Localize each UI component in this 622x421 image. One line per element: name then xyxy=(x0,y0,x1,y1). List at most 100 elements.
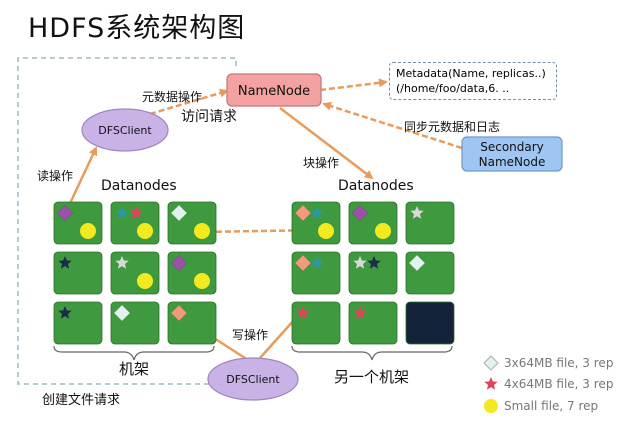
datanode[interactable] xyxy=(53,251,103,295)
block-circle-icon xyxy=(318,223,334,239)
metadata-line-1: Metadata(Name, replicas..) xyxy=(396,67,546,80)
label-rack: 机架 xyxy=(119,360,150,378)
block-star-icon xyxy=(58,306,72,319)
arrow-client-to-namenode xyxy=(149,88,229,116)
datanode-box xyxy=(53,301,103,345)
block-circle-icon xyxy=(137,273,153,289)
datanode[interactable] xyxy=(53,301,103,345)
block-star-icon xyxy=(58,256,72,269)
dfsclient-bottom[interactable] xyxy=(207,357,299,401)
datanode-box xyxy=(110,251,160,295)
block-diamond-icon xyxy=(351,204,369,222)
page-title: HDFS系统架构图 xyxy=(28,13,246,44)
block-diamond-icon xyxy=(170,304,188,322)
block-diamond-icon xyxy=(170,204,188,222)
arrow-namenode-to-datanodes xyxy=(279,107,374,180)
datanode[interactable] xyxy=(348,201,398,245)
datanode-box xyxy=(348,301,398,345)
block-diamond-icon xyxy=(294,254,312,272)
datanode[interactable] xyxy=(291,301,341,345)
legend-text-circle: Small file, 7 rep xyxy=(504,399,599,413)
datanode[interactable] xyxy=(348,251,398,295)
dfsclient-bottom-label: DFSClient xyxy=(226,373,280,386)
arrow-read xyxy=(64,146,98,213)
block-star-icon xyxy=(129,206,143,219)
datanode-box xyxy=(291,251,341,295)
block-diamond-icon xyxy=(113,304,131,322)
label-block-op: 块操作 xyxy=(303,156,340,170)
block-star-icon xyxy=(410,206,424,219)
datanode[interactable] xyxy=(167,251,217,295)
block-star-icon xyxy=(310,256,324,269)
label-create-file: 创建文件请求 xyxy=(42,393,121,408)
dfsclient-top-label: DFSClient xyxy=(98,124,152,137)
datanode[interactable] xyxy=(291,251,341,295)
arrow-secondary-to-namenode xyxy=(322,101,463,150)
block-star-icon xyxy=(115,256,129,269)
block-star-icon xyxy=(353,306,367,319)
datanode-box xyxy=(167,251,217,295)
datanode-box xyxy=(167,201,217,245)
block-star-icon xyxy=(353,256,367,269)
legend-symbols xyxy=(483,355,499,413)
block-diamond-icon xyxy=(56,204,74,222)
label-sync: 同步元数据和日志 xyxy=(404,120,501,134)
block-star-icon xyxy=(296,306,310,319)
dfsclient-top[interactable] xyxy=(81,108,169,152)
arrow-namenode-to-metadata xyxy=(319,78,388,92)
datanode-box xyxy=(167,301,217,345)
datanode-box xyxy=(405,201,455,245)
block-star-icon xyxy=(115,206,129,219)
datanode-box xyxy=(291,301,341,345)
namenode-label: NameNode xyxy=(238,84,310,99)
block-circle-icon xyxy=(375,223,391,239)
datanode[interactable] xyxy=(53,201,103,245)
datanode[interactable] xyxy=(405,201,455,245)
label-datanodes-left: Datanodes xyxy=(101,178,177,194)
datanode-box xyxy=(348,251,398,295)
block-circle-icon xyxy=(80,223,96,239)
legend-text-diamond: 3x64MB file, 3 rep xyxy=(504,356,614,370)
legend-circle-icon xyxy=(484,399,498,413)
label-access-request: 访问请求 xyxy=(181,109,237,125)
datanode-box xyxy=(53,201,103,245)
datanode[interactable] xyxy=(167,301,217,345)
label-other-rack: 另一个机架 xyxy=(334,368,410,386)
rack-brace-left xyxy=(53,345,215,361)
datanode-box xyxy=(53,251,103,295)
legend-text-star: 4x64MB file, 3 rep xyxy=(504,377,614,391)
datanode[interactable] xyxy=(291,201,341,245)
block-diamond-icon xyxy=(170,254,188,272)
legend-star-icon xyxy=(484,377,498,390)
secondary-namenode-box[interactable] xyxy=(461,136,563,172)
datanode[interactable] xyxy=(348,301,398,345)
secondary-label-1: Secondary xyxy=(480,140,544,154)
block-diamond-icon xyxy=(294,204,312,222)
datanode[interactable] xyxy=(110,301,160,345)
datanodes-grid xyxy=(53,201,455,345)
datanode[interactable] xyxy=(110,251,160,295)
label-write-op: 写操作 xyxy=(232,328,269,342)
datanode[interactable] xyxy=(110,201,160,245)
datanode-box xyxy=(291,201,341,245)
block-circle-icon xyxy=(194,273,210,289)
datanode-box xyxy=(110,201,160,245)
block-star-icon xyxy=(367,256,381,269)
legend-diamond-icon xyxy=(483,355,499,371)
rack-brace-right xyxy=(291,345,453,361)
block-diamond-icon xyxy=(408,254,426,272)
namenode-box[interactable] xyxy=(226,73,322,107)
datanode-box xyxy=(348,201,398,245)
block-circle-icon xyxy=(194,223,210,239)
metadata-line-2: (/home/foo/data,6. .. xyxy=(396,82,510,95)
block-star-icon xyxy=(310,206,324,219)
label-metadata-op: 元数据操作 xyxy=(142,90,203,104)
secondary-label-2: NameNode xyxy=(479,155,546,169)
datanode[interactable] xyxy=(405,251,455,295)
datanode-box xyxy=(405,251,455,295)
datanode[interactable] xyxy=(167,201,217,245)
label-read-op: 读操作 xyxy=(37,169,74,183)
datanode[interactable] xyxy=(405,301,455,345)
metadata-box: Metadata(Name, replicas..) (/home/foo/da… xyxy=(389,62,557,100)
